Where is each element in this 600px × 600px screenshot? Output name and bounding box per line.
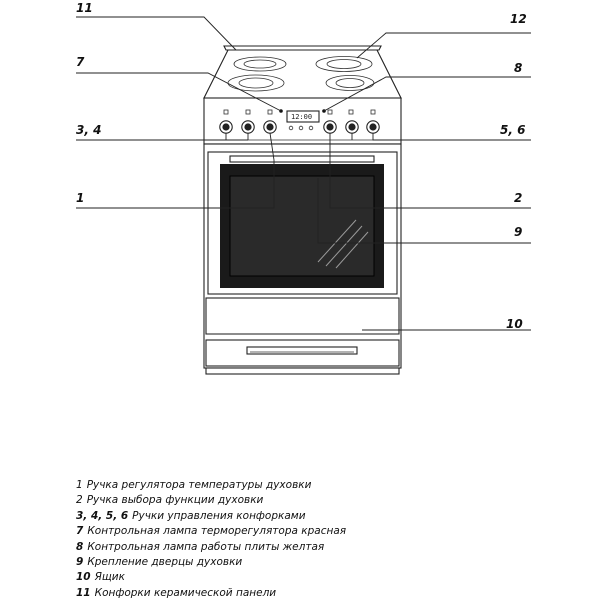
legend-item-text: Конфорки керамической панели [94,586,277,599]
leader-5-6 [372,133,531,141]
legend-item-text: Ящик [94,571,125,584]
cooktop-back-rim [223,45,382,51]
legend-item-number: 9 [76,556,84,569]
timer-display [286,110,320,123]
legend-item-number: 2 [76,494,83,507]
leader-11 [76,16,237,51]
legend-item-number: 3, 4, 5, 6 [76,509,129,522]
legend-item-number: 1 [76,479,83,491]
legend-item-number: 10 [76,571,91,584]
knob-symbols [223,109,376,115]
timer-button-2[interactable] [298,125,304,131]
hot-plate-back-left-inner [243,59,277,69]
timer-button-3[interactable] [308,125,314,131]
knob-4-hob-control[interactable] [241,120,255,134]
callout-1: 1 [76,191,84,205]
knob-1-oven-temperature[interactable] [263,120,277,134]
callout-3-4: 3, 4 [76,123,101,137]
hot-plate-back-left [233,56,287,72]
oven-window-glass [229,175,375,277]
glass-reflection [317,219,369,269]
knob-5-hob-control[interactable] [345,120,359,134]
legend-item-number: 8 [76,540,84,553]
hot-plate-front-right-inner [335,78,365,88]
leader-12 [356,32,531,59]
callout-2: 2 [514,191,522,205]
drawer-handle[interactable] [246,346,358,355]
callout-12: 12 [510,12,527,26]
leader-7 [76,72,282,112]
knob-6-hob-control[interactable] [366,120,380,134]
callout-8: 8 [514,61,522,75]
stove-plinth [205,367,400,375]
hot-plate-front-right [325,75,375,91]
callout-11: 11 [76,1,93,15]
ceramic-cooktop [203,49,402,99]
leader-8 [323,76,531,112]
callout-10: 10 [506,317,523,331]
knob-2-oven-function[interactable] [323,120,337,134]
legend-item-number: 11 [76,586,91,599]
leader-2 [329,133,531,209]
legend-item-text: Контрольная лампа терморегулятора красна… [87,525,347,538]
oven-door-handle[interactable] [229,155,375,163]
legend-item-text: Контрольная лампа работы плиты желтая [87,540,325,553]
leader-1 [76,132,275,209]
storage-drawer-top [205,297,400,335]
callout-7: 7 [76,55,85,69]
hot-plate-front-left-inner [238,77,274,89]
legend-item-text: Крепление дверцы духовки [87,556,243,569]
legend-item-text: Ручка выбора функции духовки [86,494,264,507]
leader-9 [317,178,531,244]
knob-3-hob-control[interactable] [219,120,233,134]
hot-plate-back-right-inner [326,59,362,69]
callout-9: 9 [514,225,522,239]
legend-item-text: Ручка регулятора температуры духовки [86,479,312,491]
legend-item-number: 7 [76,525,84,538]
legend-item-text: Ручки управления конфорками [132,509,306,522]
timer-button-1[interactable] [288,125,294,131]
timer-display-time: 12:00 [291,113,312,121]
callout-5-6: 5, 6 [500,123,525,137]
hot-plate-back-right [315,56,373,72]
